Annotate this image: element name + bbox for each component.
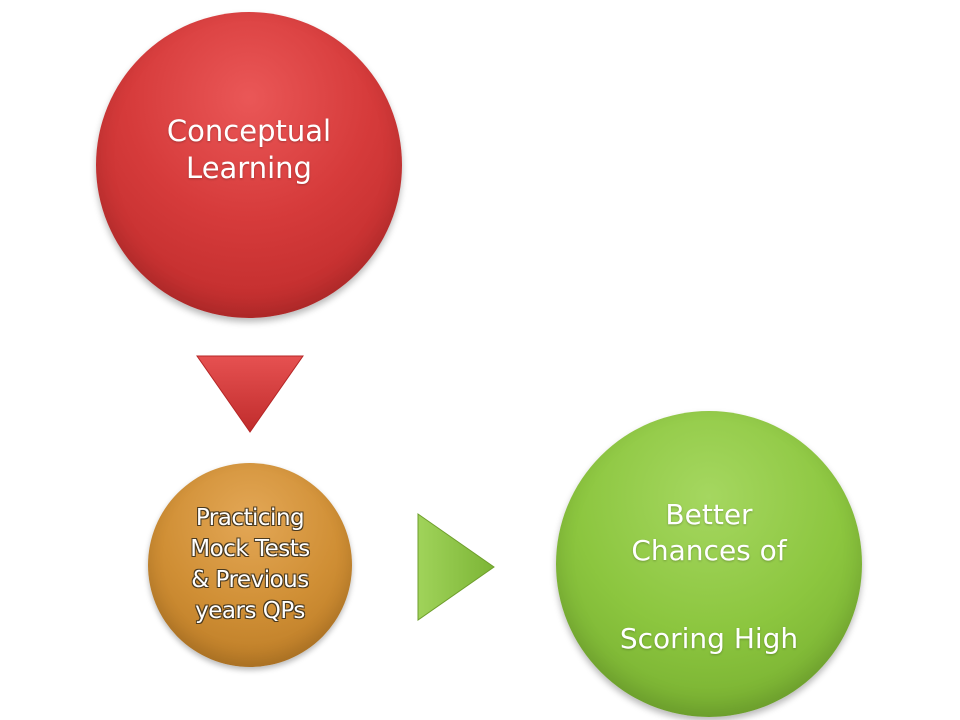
right-arrow-icon bbox=[417, 513, 495, 621]
practicing-mock-tests-circle: Practicing Mock Tests & Previous years Q… bbox=[148, 463, 352, 667]
scoring-high-line: Scoring High bbox=[619, 622, 799, 655]
conceptual-learning-label: Conceptual Learning bbox=[166, 114, 332, 185]
better-chances-label: Better Chances of Scoring High bbox=[620, 461, 798, 657]
better-chances-circle: Better Chances of Scoring High bbox=[556, 411, 862, 717]
down-arrow-icon bbox=[196, 355, 304, 433]
practicing-mock-tests-label: Practicing Mock Tests & Previous years Q… bbox=[190, 505, 310, 624]
conceptual-learning-circle: Conceptual Learning bbox=[96, 12, 402, 318]
better-chances-line1: Better Chances of bbox=[631, 498, 787, 567]
